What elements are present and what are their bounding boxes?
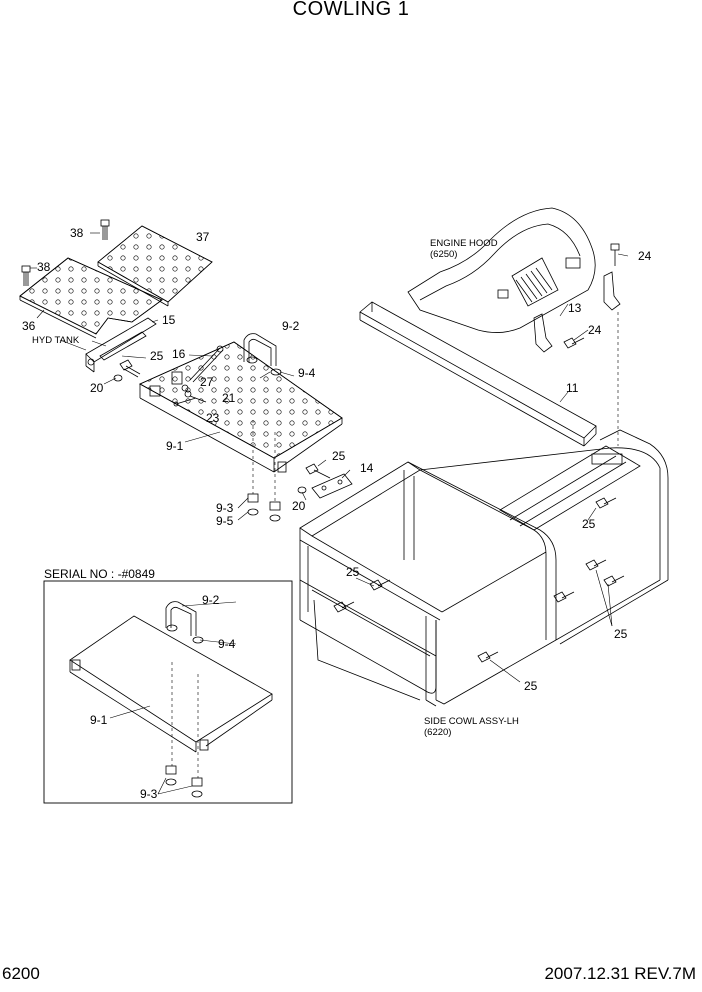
callout-16: 16 [172,347,186,361]
callout-11: 11 [566,381,579,395]
page-number: 6200 [2,964,40,983]
nuts-9-3 [247,493,281,511]
callout-leaders [30,232,629,795]
cover-bar-11 [359,301,597,447]
inset-callout-9-2: 9-2 [202,593,220,607]
inset-callout-9-3: 9-3 [140,787,158,801]
bolt-25-mid [305,463,331,479]
callout-23: 23 [206,411,220,425]
serial-inset-box [43,580,293,804]
note-engine-hood-ref: (6250) [430,249,457,260]
frame-bolts-25 [333,497,625,663]
note-side-cowl: SIDE COWL ASSY-LH [424,716,519,727]
callout-9-3: 9-3 [216,501,234,515]
inset-leaders [171,662,199,778]
inset-nuts-9-3 [165,765,203,798]
inset-handle-9-2 [165,601,197,636]
callout-24-top: 24 [638,249,652,263]
bolt-25-left [119,359,141,378]
washer-9-4-a [246,356,258,364]
callout-21: 21 [222,391,236,405]
note-side-cowl-ref: (6220) [424,727,451,738]
date-revision: 2007.12.31 REV.7M [544,964,696,983]
callout-25-frame-right: 25 [582,517,596,531]
washers-9-5 [247,508,281,522]
perforated-plate-36 [19,257,163,339]
callout-38-lower: 38 [37,260,51,274]
callout-9-5: 9-5 [216,514,234,528]
note-hyd-tank: HYD TANK [32,335,80,346]
bolt-38-lower [21,265,31,286]
callout-14: 14 [360,461,374,475]
leader-lines-mid [252,420,276,502]
callout-9-2: 9-2 [282,319,300,333]
callout-36: 36 [22,319,36,333]
callout-25-frame-lower: 25 [614,627,628,641]
callout-9-1: 9-1 [166,439,184,453]
bracket-15 [85,317,157,373]
step-plate-9-1 [139,341,343,473]
note-engine-hood: ENGINE HOOD [430,238,498,249]
callout-20-left: 20 [90,381,104,395]
callout-24-mid: 24 [588,323,602,337]
inset-callout-9-1: 9-1 [90,713,108,727]
bolt-38-upper [100,219,110,240]
side-cowl-frame [299,429,669,707]
washer-20-left [113,374,123,382]
perforated-plate-37 [97,225,213,307]
callout-25-frame-bottom: 25 [524,679,538,693]
callout-27: 27 [200,375,214,389]
callout-9-4: 9-4 [298,366,316,380]
inset-step-plate [69,615,273,753]
handle-9-2 [243,333,277,366]
callout-25-frame-left: 25 [346,565,360,579]
washer-20-mid [297,486,307,494]
note-serial: SERIAL NO : -#0849 [44,567,155,581]
inset-washer-a [166,624,178,632]
engine-hood [407,207,596,333]
bolt-24-mid [563,337,585,349]
inset-callout-9-4: 9-4 [218,637,236,651]
page-title: COWLING 1 [292,0,410,20]
callout-20-mid: 20 [292,499,306,513]
latch-13 [533,271,621,353]
callout-38-upper: 38 [70,226,84,240]
callout-13: 13 [568,301,582,315]
callout-37: 37 [196,230,210,244]
bracket-14 [311,473,353,499]
callout-25-mid: 25 [332,449,346,463]
callout-25-left: 25 [150,349,164,363]
callout-15: 15 [162,313,176,327]
inset-washer-b [192,636,204,644]
bolt-24-top [610,243,620,266]
